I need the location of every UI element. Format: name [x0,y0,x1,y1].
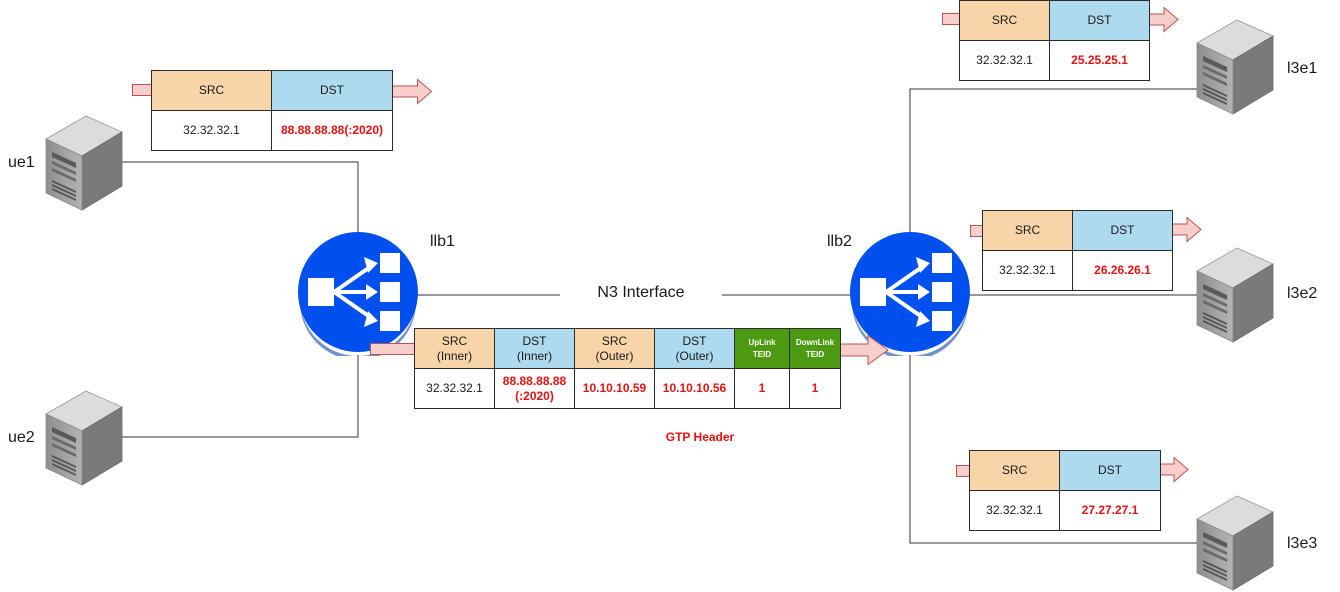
src-value: 32.32.32.1 [982,250,1073,291]
dst-header: DST [1059,450,1161,491]
node-label-l3e1: l3e1 [1287,60,1318,77]
node-label-llb2: llb2 [827,233,852,250]
dst-value: 26.26.26.1 [1072,250,1173,291]
link-ue2-llb1 [122,355,359,438]
packet-flow-arrow-icon [838,335,889,365]
dst-inner-value: 88.88.88.88(:2020) [494,368,575,409]
packet-flow-arrow-icon [370,343,418,355]
node-label-l3e3: l3e3 [1287,535,1318,552]
uplink-teid-value: 1 [734,368,790,409]
src-outer-header: SRC(Outer) [574,328,655,369]
dst-inner-header: DST(Inner) [494,328,575,369]
link-ue1-llb1 [122,161,359,235]
src-header: SRC [151,70,272,111]
dst-header: DST [1049,0,1150,41]
load-balancer-icon [298,232,418,356]
packet-flow-arrow-icon [1148,7,1179,33]
src-outer-value: 10.10.10.59 [574,368,655,409]
src-header: SRC [969,450,1060,491]
src-value: 32.32.32.1 [151,110,272,151]
link-llb2-l3e1 [909,88,1197,235]
dst-outer-header: DST(Outer) [654,328,735,369]
server-icon [45,390,123,486]
node-label-llb1: llb1 [430,233,455,250]
packet-l3e2: SRC DST 32.32.32.1 26.26.26.1 [982,210,1173,291]
dst-outer-value: 10.10.10.56 [654,368,735,409]
node-label-ue1: ue1 [8,154,35,171]
dst-value: 25.25.25.1 [1049,40,1150,81]
server-icon [1196,247,1274,343]
node-label-ue2: ue2 [8,429,35,446]
link-llb2-l3e3 [909,355,1197,544]
src-inner-value: 32.32.32.1 [414,368,495,409]
src-header: SRC [982,210,1073,251]
packet-flow-arrow-icon [391,79,432,104]
server-icon [45,115,123,211]
downlink-teid-value: 1 [789,368,841,409]
n3-interface-label: N3 Interface [560,284,722,302]
src-value: 32.32.32.1 [959,40,1050,81]
packet-gtp: SRC(Inner) DST(Inner) SRC(Outer) DST(Out… [414,328,841,409]
src-header: SRC [959,0,1050,41]
packet-flow-arrow-icon [1171,217,1202,243]
packet-l3e1: SRC DST 32.32.32.1 25.25.25.1 [959,0,1150,81]
node-label-l3e2: l3e2 [1287,285,1318,302]
server-icon [1196,19,1274,115]
dst-value: 88.88.88.88(:2020) [271,110,393,151]
dst-header: DST [1072,210,1173,251]
gtp-header-label: GTP Header [665,430,735,444]
src-value: 32.32.32.1 [969,490,1060,531]
packet-l3e3: SRC DST 32.32.32.1 27.27.27.1 [969,450,1161,531]
packet-flow-arrow-icon [1158,457,1189,483]
dst-value: 27.27.27.1 [1059,490,1161,531]
server-icon [1196,495,1274,591]
packet-ue: SRC DST 32.32.32.1 88.88.88.88(:2020) [151,70,393,151]
src-inner-header: SRC(Inner) [414,328,495,369]
dst-header: DST [271,70,393,111]
